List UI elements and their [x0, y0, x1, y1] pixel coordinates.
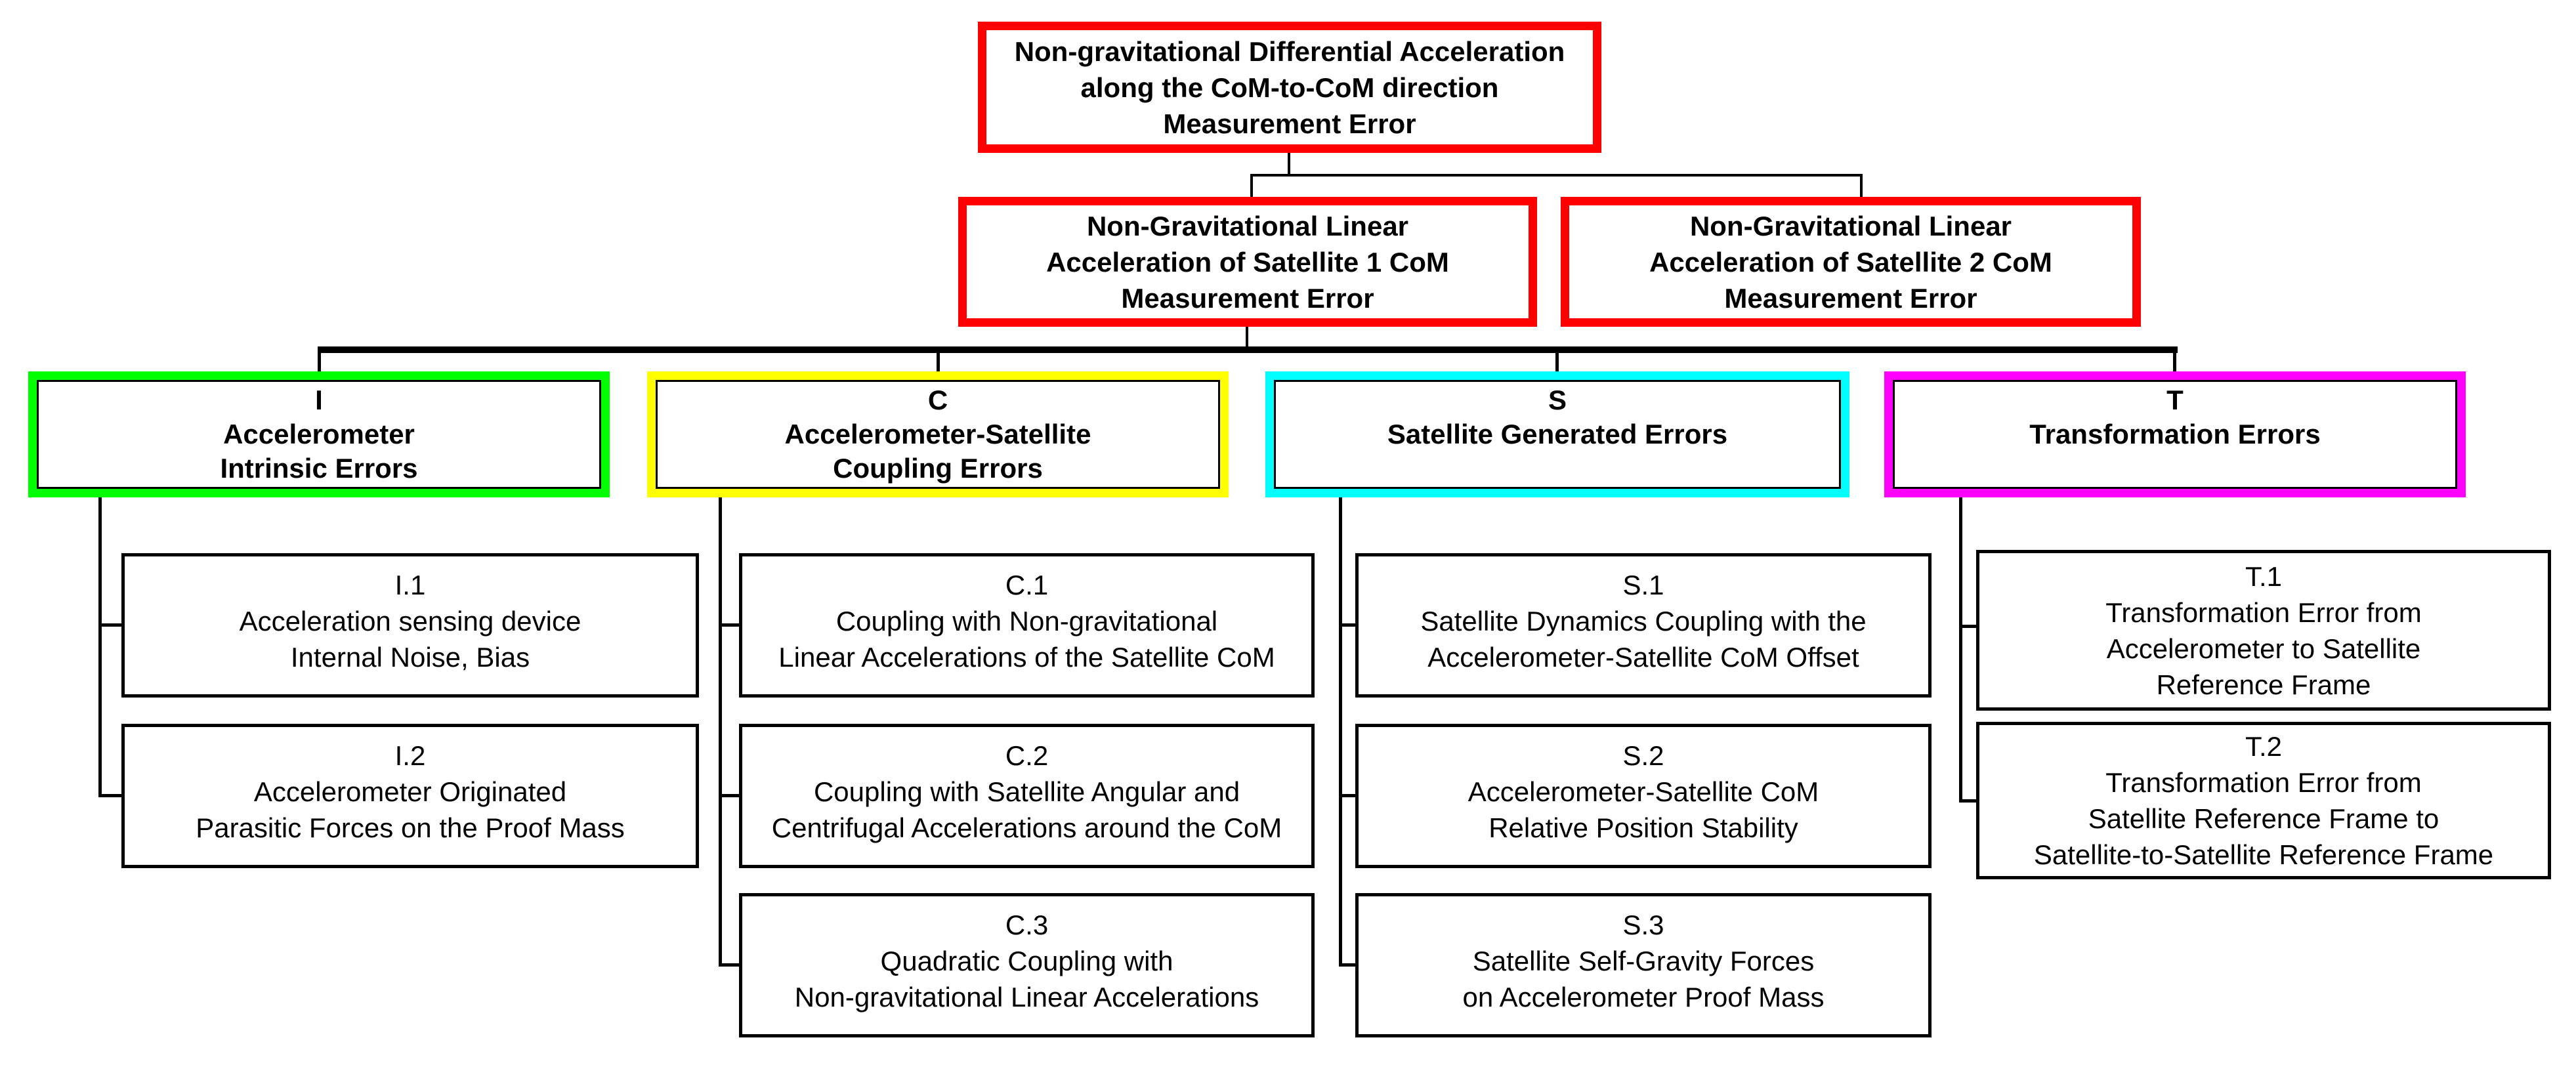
root-box-label: Non-gravitational Differential Accelerat…: [1014, 35, 1565, 139]
leaf-i1-text: Acceleration sensing device Internal Noi…: [239, 606, 581, 673]
connector-drop-coupling: [937, 353, 940, 371]
connector-satellite1-stem: [1246, 327, 1248, 346]
leaf-t2-text: Transformation Error from Satellite Refe…: [2033, 767, 2494, 870]
connector-drop-satellite-errors: [1555, 353, 1559, 371]
trunk-coupling: [719, 497, 722, 967]
trunk-intrinsic: [98, 497, 102, 797]
leaf-t2-code: T.2: [2245, 731, 2283, 762]
leaf-box-c2: C.2 Coupling with Satellite Angular and …: [739, 724, 1315, 868]
leaf-c1-code: C.1: [1005, 570, 1049, 600]
root-box: Non-gravitational Differential Accelerat…: [978, 22, 1601, 153]
category-satellite-title: Satellite Generated Errors: [1387, 419, 1728, 449]
category-box-coupling-inner: C Accelerometer-Satellite Coupling Error…: [656, 380, 1220, 489]
connector-rail-level2: [1250, 174, 1863, 177]
leaf-c1-text: Coupling with Non-gravitational Linear A…: [778, 606, 1275, 673]
category-intrinsic-title: Accelerometer Intrinsic Errors: [220, 419, 418, 484]
stub-s2: [1339, 794, 1355, 797]
leaf-i2-code: I.2: [394, 740, 426, 771]
leaf-s3-text: Satellite Self-Gravity Forces on Acceler…: [1462, 946, 1825, 1013]
stub-s1: [1339, 623, 1355, 627]
leaf-box-c3: C.3 Quadratic Coupling with Non-gravitat…: [739, 893, 1315, 1037]
satellite2-box: Non-Gravitational Linear Acceleration of…: [1561, 197, 2141, 327]
category-transformation-code: T: [2166, 385, 2184, 415]
leaf-box-i2: I.2 Accelerometer Originated Parasitic F…: [121, 724, 699, 868]
connector-drop-satellite1: [1250, 174, 1253, 197]
stub-s3: [1339, 963, 1355, 967]
category-coupling-code: C: [927, 385, 948, 415]
stub-t1: [1959, 625, 1976, 628]
stub-t2: [1959, 799, 1976, 803]
stub-c3: [719, 963, 739, 967]
stub-i2: [98, 794, 121, 797]
connector-root-stem: [1288, 153, 1290, 175]
category-box-satellite-errors-inner: S Satellite Generated Errors: [1274, 380, 1841, 489]
leaf-box-i1: I.1 Acceleration sensing device Internal…: [121, 553, 699, 698]
connector-drop-satellite2: [1860, 174, 1863, 197]
category-box-satellite-errors: S Satellite Generated Errors: [1265, 371, 1849, 497]
connector-drop-intrinsic: [318, 353, 321, 371]
leaf-s3-code: S.3: [1622, 909, 1664, 940]
satellite1-box-label: Non-Gravitational Linear Acceleration of…: [1046, 210, 1449, 314]
stub-i1: [98, 623, 121, 627]
category-box-coupling: C Accelerometer-Satellite Coupling Error…: [647, 371, 1229, 497]
leaf-s1-code: S.1: [1622, 570, 1664, 600]
category-box-intrinsic: I Accelerometer Intrinsic Errors: [28, 371, 610, 497]
leaf-t1-text: Transformation Error from Accelerometer …: [2105, 597, 2422, 700]
leaf-t1-code: T.1: [2245, 561, 2283, 592]
category-box-transformation: T Transformation Errors: [1884, 371, 2466, 497]
leaf-box-t2: T.2 Transformation Error from Satellite …: [1976, 722, 2551, 879]
satellite2-box-label: Non-Gravitational Linear Acceleration of…: [1649, 210, 2052, 314]
leaf-s2-code: S.2: [1622, 740, 1664, 771]
trunk-transformation: [1959, 497, 1962, 803]
stub-c1: [719, 623, 739, 627]
category-box-transformation-inner: T Transformation Errors: [1893, 380, 2457, 489]
leaf-i2-text: Accelerometer Originated Parasitic Force…: [196, 776, 625, 843]
leaf-s2-text: Accelerometer-Satellite CoM Relative Pos…: [1467, 776, 1819, 843]
leaf-s1-text: Satellite Dynamics Coupling with the Acc…: [1420, 606, 1867, 673]
trunk-satellite-errors: [1339, 497, 1342, 967]
leaf-box-s3: S.3 Satellite Self-Gravity Forces on Acc…: [1355, 893, 1932, 1037]
leaf-i1-code: I.1: [394, 570, 426, 600]
connector-drop-transformation: [2173, 353, 2176, 371]
leaf-box-s2: S.2 Accelerometer-Satellite CoM Relative…: [1355, 724, 1932, 868]
leaf-box-s1: S.1 Satellite Dynamics Coupling with the…: [1355, 553, 1932, 698]
category-transformation-title: Transformation Errors: [2029, 419, 2321, 449]
category-box-intrinsic-inner: I Accelerometer Intrinsic Errors: [37, 380, 601, 489]
category-satellite-code: S: [1548, 385, 1567, 415]
satellite1-box: Non-Gravitational Linear Acceleration of…: [958, 197, 1537, 327]
category-intrinsic-code: I: [315, 385, 323, 415]
leaf-c3-code: C.3: [1005, 909, 1049, 940]
connector-rail-categories: [318, 346, 2178, 353]
leaf-box-c1: C.1 Coupling with Non-gravitational Line…: [739, 553, 1315, 698]
leaf-c2-code: C.2: [1005, 740, 1049, 771]
leaf-c3-text: Quadratic Coupling with Non-gravitationa…: [794, 946, 1259, 1013]
stub-c2: [719, 794, 739, 797]
leaf-box-t1: T.1 Transformation Error from Accelerome…: [1976, 550, 2551, 711]
leaf-c2-text: Coupling with Satellite Angular and Cent…: [771, 776, 1282, 843]
category-coupling-title: Accelerometer-Satellite Coupling Errors: [784, 419, 1091, 484]
